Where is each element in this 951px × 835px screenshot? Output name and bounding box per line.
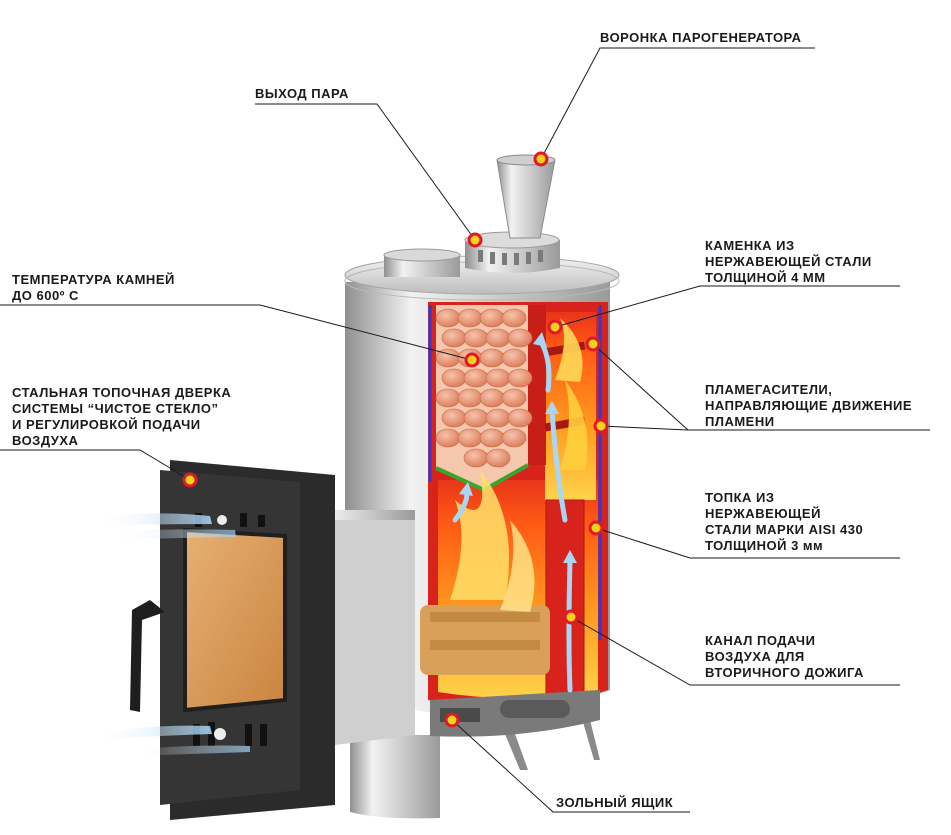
leader-ash-box xyxy=(451,719,690,813)
label-door-line-4: ВОЗДУХА xyxy=(12,433,79,448)
leader-air-channel xyxy=(570,616,900,686)
label-ash-box: ЗОЛЬНЫЙ ЯЩИК xyxy=(556,795,673,811)
leader-heater xyxy=(554,285,900,328)
leader-firebox xyxy=(595,527,900,559)
stone xyxy=(435,388,461,408)
stone xyxy=(463,448,489,468)
label-stone-temp-line-2: ДО 600º С xyxy=(12,288,79,303)
label-firebox-line-3: СТАЛИ МАРКИ AISI 430 xyxy=(705,522,864,537)
label-firebox: ТОПКА ИЗ НЕРЖАВЕЮЩЕЙ СТАЛИ МАРКИ AISI 43… xyxy=(705,490,863,554)
stone xyxy=(441,368,467,388)
label-heater-line-1: КАМЕНКА ИЗ xyxy=(705,238,795,253)
leader-steam-exit xyxy=(255,103,476,241)
stone xyxy=(441,408,467,428)
stone xyxy=(463,328,489,348)
stone xyxy=(485,408,511,428)
flames xyxy=(450,318,588,612)
steam-generator xyxy=(464,154,560,273)
label-air-channel-line-1: КАНАЛ ПОДАЧИ xyxy=(705,633,816,648)
stone xyxy=(507,408,533,428)
outer-air-streams xyxy=(95,513,250,756)
marker-ash-box xyxy=(444,712,460,728)
stone xyxy=(457,428,483,448)
heater-stones xyxy=(435,308,533,468)
stone xyxy=(435,308,461,328)
label-stone-temp-line-1: ТЕМПЕРАТУРА КАМНЕЙ xyxy=(12,272,175,287)
stone xyxy=(507,368,533,388)
stone xyxy=(479,308,505,328)
marker-air-channel xyxy=(563,609,579,625)
stone xyxy=(485,448,511,468)
label-steam-exit: ВЫХОД ПАРА xyxy=(255,86,349,102)
stone xyxy=(485,368,511,388)
marker-stone-temp xyxy=(464,352,480,368)
stone xyxy=(463,368,489,388)
label-funnel-line: ВОРОНКА ПАРОГЕНЕРАТОРА xyxy=(600,30,802,45)
label-flame-guides: ПЛАМЕГАСИТЕЛИ, НАПРАВЛЯЮЩИЕ ДВИЖЕНИЕ ПЛА… xyxy=(705,382,912,430)
stone xyxy=(501,348,527,368)
label-firebox-line-1: ТОПКА ИЗ xyxy=(705,490,775,505)
leader-funnel xyxy=(540,47,815,160)
label-door: СТАЛЬНАЯ ТОПОЧНАЯ ДВЕРКА СИСТЕМЫ “ЧИСТОЕ… xyxy=(12,385,231,449)
callout-markers xyxy=(182,151,609,728)
stone xyxy=(463,408,489,428)
label-flame-guides-line-3: ПЛАМЕНИ xyxy=(705,414,775,429)
leader-flame-guides-2 xyxy=(600,425,689,431)
label-door-line-2: СИСТЕМЫ “ЧИСТОЕ СТЕКЛО” xyxy=(12,401,219,416)
marker-funnel xyxy=(533,151,549,167)
label-air-channel: КАНАЛ ПОДАЧИ ВОЗДУХА ДЛЯ ВТОРИЧНОГО ДОЖИ… xyxy=(705,633,864,681)
label-heater: КАМЕНКА ИЗ НЕРЖАВЕЮЩЕЙ СТАЛИ ТОЛЩИНОЙ 4 … xyxy=(705,238,872,286)
leader-lines xyxy=(0,47,930,813)
label-flame-guides-line-2: НАПРАВЛЯЮЩИЕ ДВИЖЕНИЕ xyxy=(705,398,912,413)
stone xyxy=(479,348,505,368)
stone xyxy=(457,308,483,328)
leader-stone-temp xyxy=(0,304,473,361)
label-firebox-line-4: ТОЛЩИНОЙ 3 мм xyxy=(705,538,824,553)
inner-air-arrowheads xyxy=(459,332,577,563)
label-heater-line-3: ТОЛЩИНОЙ 4 ММ xyxy=(705,270,826,285)
label-heater-line-2: НЕРЖАВЕЮЩЕЙ СТАЛИ xyxy=(705,254,872,269)
marker-door xyxy=(182,472,198,488)
stone xyxy=(501,308,527,328)
label-door-line-3: И РЕГУЛИРОВКОЙ ПОДАЧИ xyxy=(12,417,201,432)
label-funnel: ВОРОНКА ПАРОГЕНЕРАТОРА xyxy=(600,30,801,46)
label-stone-temp: ТЕМПЕРАТУРА КАМНЕЙ ДО 600º С xyxy=(12,272,175,304)
stone xyxy=(457,388,483,408)
stone xyxy=(485,328,511,348)
marker-flame-guide-1 xyxy=(585,336,601,352)
label-firebox-line-2: НЕРЖАВЕЮЩЕЙ xyxy=(705,506,821,521)
leader-door xyxy=(0,449,191,481)
stone xyxy=(479,388,505,408)
stone xyxy=(435,428,461,448)
label-ash-box-line: ЗОЛЬНЫЙ ЯЩИК xyxy=(556,795,674,810)
label-door-line-1: СТАЛЬНАЯ ТОПОЧНАЯ ДВЕРКА xyxy=(12,385,232,400)
stone xyxy=(479,428,505,448)
stone xyxy=(507,328,533,348)
marker-firebox xyxy=(588,520,604,536)
marker-flame-guide-2 xyxy=(593,418,609,434)
stone xyxy=(501,428,527,448)
label-air-channel-line-2: ВОЗДУХА ДЛЯ xyxy=(705,649,805,664)
firebox-door xyxy=(130,460,415,820)
marker-heater xyxy=(547,319,563,335)
stone xyxy=(441,328,467,348)
label-flame-guides-line-1: ПЛАМЕГАСИТЕЛИ, xyxy=(705,382,833,397)
marker-steam-exit xyxy=(467,232,483,248)
label-air-channel-line-3: ВТОРИЧНОГО ДОЖИГА xyxy=(705,665,864,680)
label-steam-exit-line: ВЫХОД ПАРА xyxy=(255,86,349,101)
stone xyxy=(501,388,527,408)
